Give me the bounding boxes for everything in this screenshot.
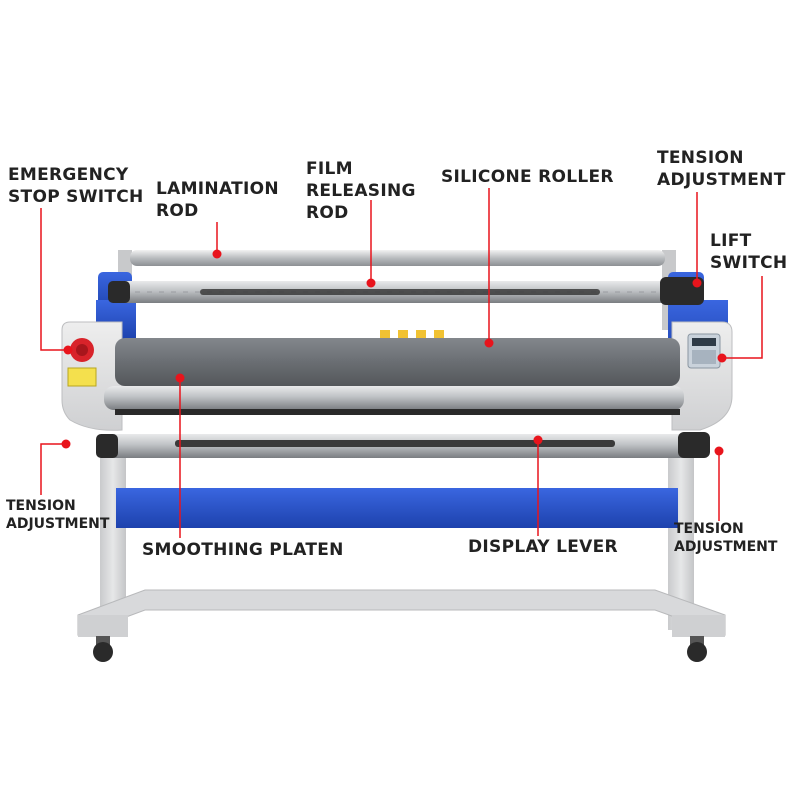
callout-dot-tension-left (61, 439, 71, 449)
label-tension-adjustment-left: TENSION ADJUSTMENT (6, 497, 109, 533)
callout-dot-lamination-rod (212, 249, 222, 259)
callout-dot-tension-top-right (692, 278, 702, 288)
label-line: EMERGENCY (8, 165, 129, 185)
callout-dot-emergency-stop (63, 345, 73, 355)
callout-dot-tension-bottom-right (714, 446, 724, 456)
label-line: TENSION (657, 148, 744, 168)
label-lift-switch: LIFT SWITCH (710, 230, 787, 274)
label-lamination-rod: LAMINATION ROD (156, 178, 279, 222)
blue-crossbeam (116, 488, 678, 528)
callout-dot-smoothing-platen (175, 373, 185, 383)
label-display-lever: DISPLAY LEVER (468, 536, 618, 558)
lamination-rod (130, 250, 665, 266)
label-line: TENSION (6, 498, 76, 514)
label-line: SWITCH (710, 253, 788, 273)
label-tension-adjustment-top-right: TENSION ADJUSTMENT (657, 147, 786, 191)
callout-line-emergency-stop (40, 208, 68, 351)
label-line: ADJUSTMENT (657, 170, 786, 190)
stand-frame (77, 440, 726, 637)
smoothing-platen (104, 386, 684, 410)
label-line: TENSION (674, 521, 744, 537)
label-line: DISPLAY LEVER (468, 537, 618, 557)
label-line: ADJUSTMENT (6, 516, 110, 532)
callout-dot-lift-switch (717, 353, 727, 363)
label-line: ROD (306, 203, 349, 223)
bottom-right-tension-knob (678, 432, 710, 458)
right-wheel (687, 642, 707, 662)
label-line: LIFT (710, 231, 752, 251)
caster-wheels (93, 636, 707, 662)
left-tension-knob (96, 434, 118, 458)
label-line: ADJUSTMENT (674, 539, 778, 555)
label-line: LAMINATION (156, 179, 279, 199)
label-film-releasing-rod: FILM RELEASING ROD (306, 158, 416, 224)
callout-dot-silicone-roller (484, 338, 494, 348)
callout-line-tension-left (40, 443, 66, 495)
label-emergency-stop-switch: EMERGENCY STOP SWITCH (8, 164, 144, 208)
silicone-roller (115, 338, 680, 386)
label-line: ROD (156, 201, 199, 221)
label-line: FILM (306, 159, 353, 179)
callout-dot-film-releasing-rod (366, 278, 376, 288)
display-lever (175, 440, 615, 447)
label-line: SMOOTHING PLATEN (142, 540, 344, 560)
right-foot (672, 615, 725, 637)
label-silicone-roller: SILICONE ROLLER (441, 166, 614, 188)
callout-line-lift-switch (722, 276, 763, 359)
label-line: RELEASING (306, 181, 416, 201)
warning-label (67, 367, 97, 387)
label-tension-adjustment-bottom-right: TENSION ADJUSTMENT (674, 520, 777, 556)
label-line: STOP SWITCH (8, 187, 144, 207)
callout-dot-display-lever (533, 435, 543, 445)
left-wheel (93, 642, 113, 662)
label-line: SILICONE ROLLER (441, 167, 614, 187)
left-foot (78, 615, 128, 637)
label-smoothing-platen: SMOOTHING PLATEN (142, 539, 344, 561)
